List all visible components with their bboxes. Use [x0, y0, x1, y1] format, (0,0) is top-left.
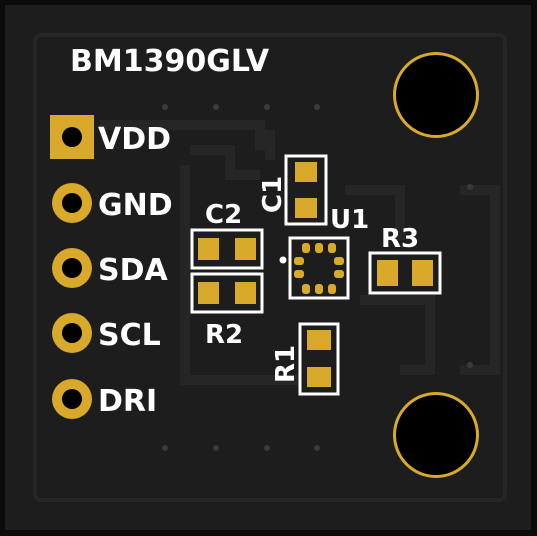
pin-label-scl: SCL: [98, 318, 161, 353]
label-r2: R2: [205, 320, 243, 350]
pin-gnd: GND: [52, 183, 173, 223]
pin-vdd: VDD: [50, 115, 171, 159]
mounting-hole-bottom: [393, 392, 479, 478]
resistor-r2: R2: [190, 272, 264, 350]
pin1-marker: [279, 256, 287, 264]
label-r3: R3: [381, 224, 419, 254]
ic-u1: U1: [279, 205, 369, 300]
label-c2: C2: [205, 200, 242, 230]
capacitor-c2: C2: [190, 200, 264, 270]
label-r1: R1: [271, 345, 301, 383]
mounting-hole-top: [393, 52, 479, 138]
pin-label-dri: DRI: [98, 384, 157, 419]
label-u1: U1: [330, 205, 369, 235]
pin-sda: SDA: [52, 248, 169, 288]
vias: [162, 104, 473, 451]
capacitor-c1: C1: [258, 154, 328, 226]
board-title: BM1390GLV: [70, 44, 270, 79]
copper-traces: [33, 33, 507, 502]
pin-label-sda: SDA: [98, 253, 169, 288]
pin-scl: SCL: [52, 313, 161, 353]
label-c1: C1: [258, 176, 288, 213]
pin-label-vdd: VDD: [98, 122, 171, 157]
resistor-r3: R3: [368, 224, 442, 295]
resistor-r1: R1: [271, 322, 340, 396]
pin-dri: DRI: [52, 379, 157, 419]
pin-label-gnd: GND: [98, 188, 173, 223]
